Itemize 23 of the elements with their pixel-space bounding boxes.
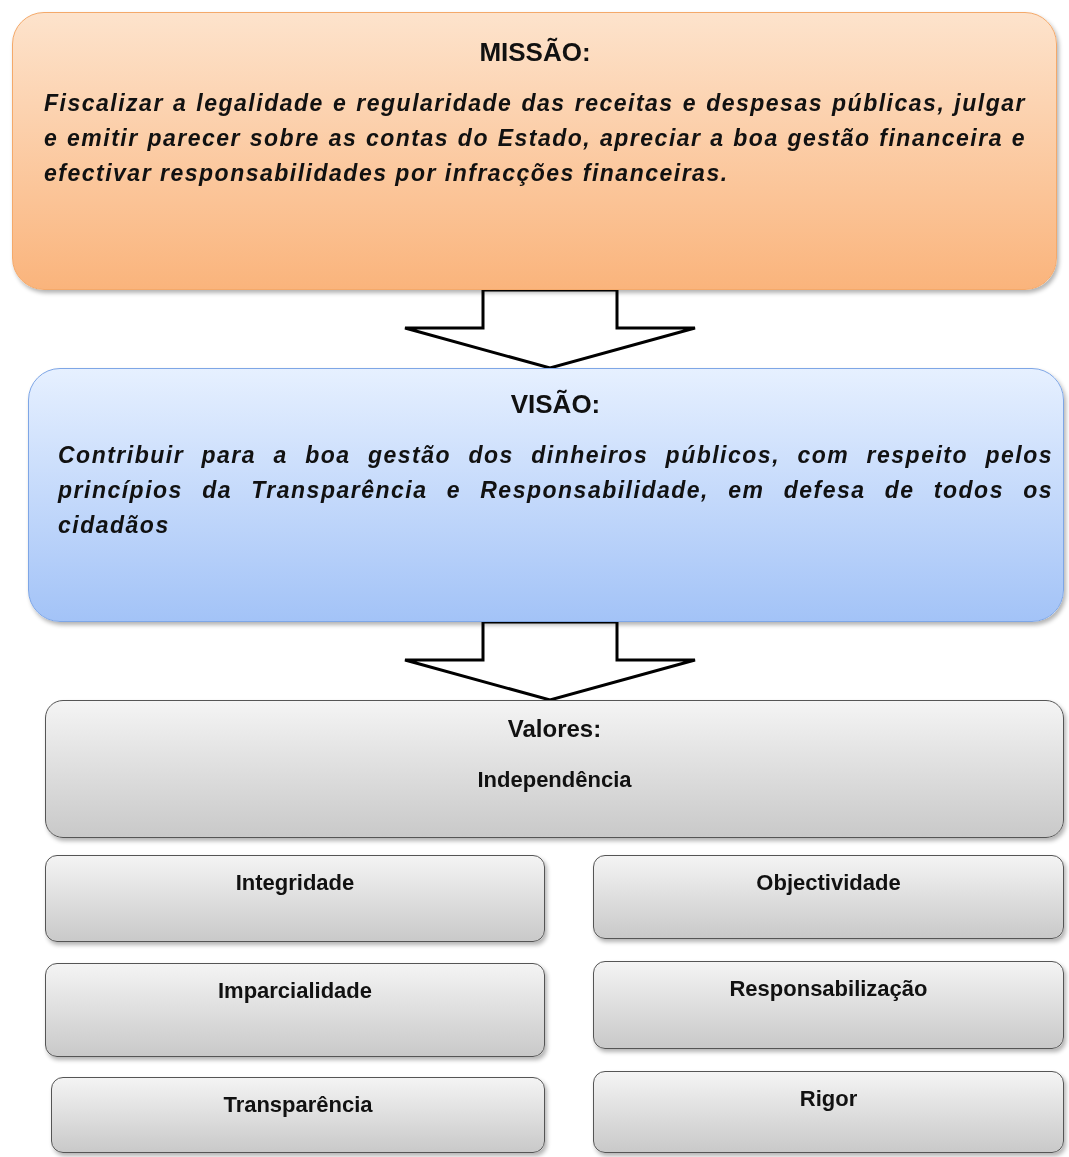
value-label: Objectividade: [756, 870, 901, 896]
rounded-box: [593, 855, 1064, 939]
value-label: Imparcialidade: [217, 978, 373, 1004]
value-label: Transparência: [223, 1092, 373, 1118]
rounded-box: [28, 368, 1064, 622]
box-description: Contribuir para a boa gestão dos dinheiros públicos, com respeito pelos princípios da Transparência e Responsabilidade, em defesa de todos os cidadãos: [58, 441, 1053, 540]
rounded-box: [45, 963, 545, 1057]
rounded-box: [45, 855, 545, 942]
rounded-box: [593, 961, 1064, 1049]
value-label: Independência: [477, 767, 632, 793]
value-label: Integridade: [235, 870, 355, 896]
rounded-box: [51, 1077, 545, 1153]
box-description: Fiscalizar a legalidade e regularidade das receitas e despesas públicas, julgar e emitir parecer sobre as contas do Estado, apreciar a boa gestão financeira e efectivar responsabilidades por infracções financeiras.: [44, 89, 1026, 188]
rounded-box: [45, 700, 1064, 838]
box-heading: VISÃO:: [510, 389, 601, 420]
box-heading: MISSÃO:: [479, 37, 591, 68]
value-label: Responsabilização: [729, 976, 928, 1002]
block-arrow: [403, 288, 697, 370]
value-label: Rigor: [799, 1086, 858, 1112]
rounded-box: [12, 12, 1057, 290]
block-arrow: [403, 620, 697, 702]
rounded-box: [593, 1071, 1064, 1153]
box-heading: Valores:: [507, 715, 602, 743]
